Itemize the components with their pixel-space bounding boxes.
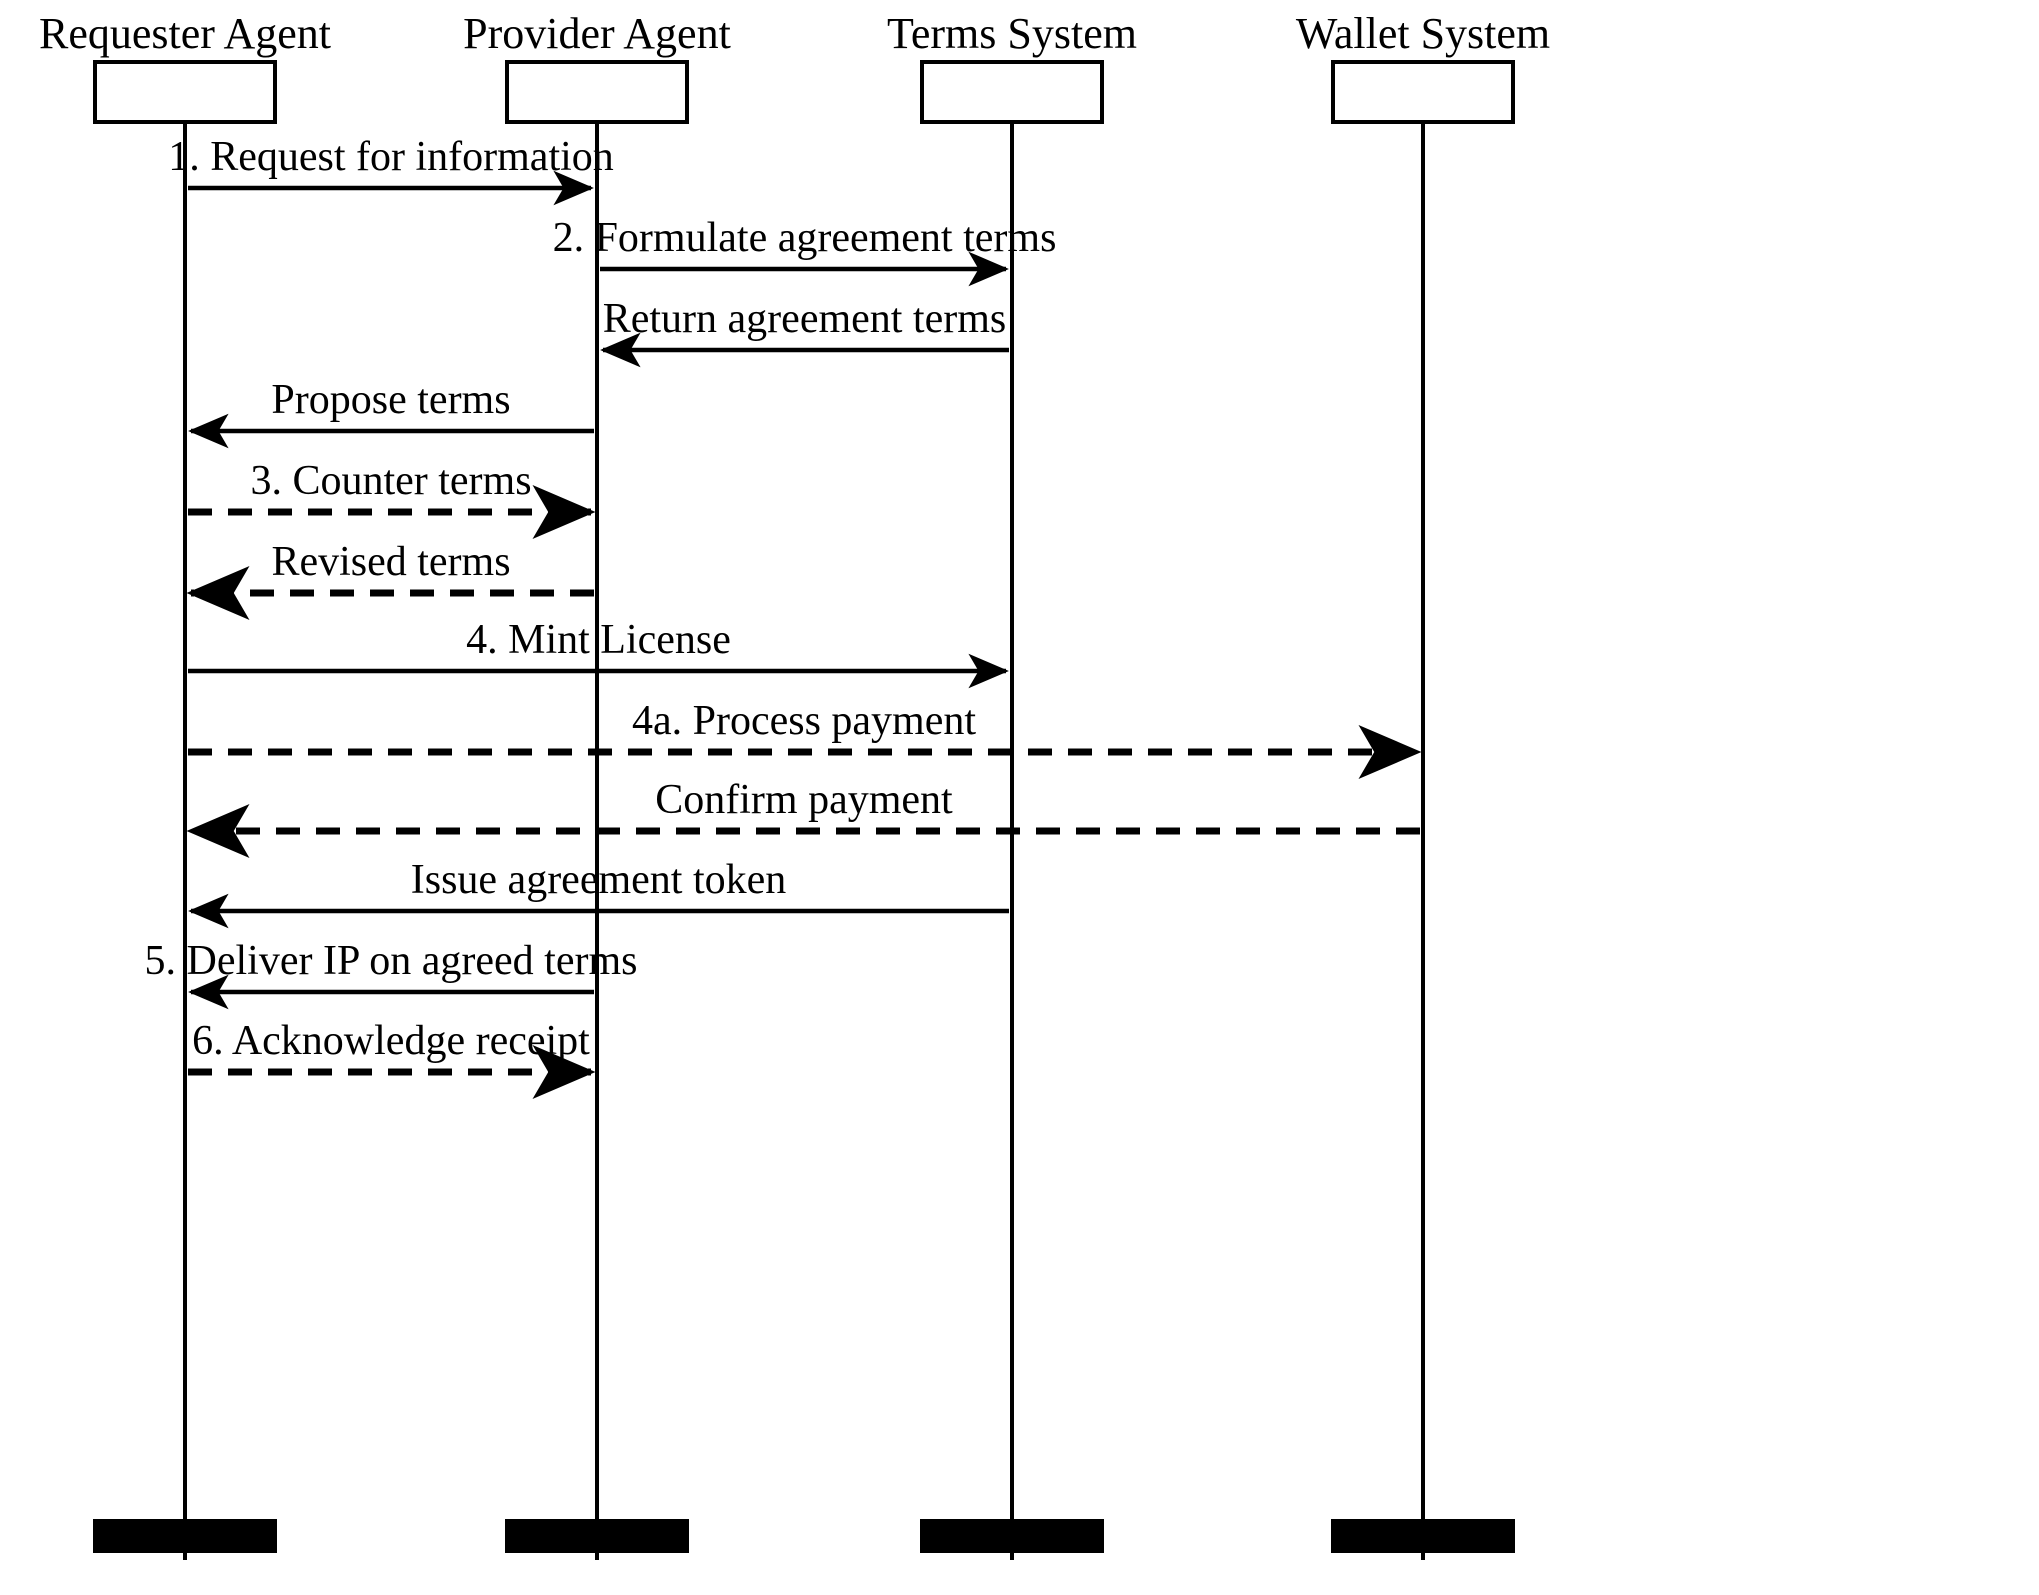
message-6: Revised terms — [186, 539, 594, 620]
actor-label-terms: Terms System — [887, 9, 1137, 58]
actor-box-requester — [93, 60, 277, 124]
message-10: Issue agreement token — [188, 857, 1009, 929]
actor-heads-group: Requester Agent Provider Agent Terms Syste… — [39, 9, 1550, 124]
message-label-4: Propose terms — [271, 377, 510, 423]
actor-box-terms — [920, 60, 1104, 124]
actor-wallet: Wallet System — [1296, 9, 1550, 124]
message-11: 5. Deliver IP on agreed terms — [145, 938, 638, 1010]
message-4: Propose terms — [188, 377, 594, 449]
actor-label-requester: Requester Agent — [39, 9, 331, 58]
lifeline-foot-terms — [920, 1519, 1104, 1553]
message-5: 3. Counter terms — [188, 458, 596, 539]
message-9: Confirm payment — [186, 777, 1420, 858]
message-8: 4a. Process payment — [188, 698, 1422, 779]
message-3: Return agreement terms — [600, 296, 1009, 368]
message-label-5: 3. Counter terms — [250, 458, 531, 504]
message-label-11: 5. Deliver IP on agreed terms — [145, 938, 638, 984]
message-2: 2. Formulate agreement terms — [553, 215, 1057, 287]
actor-box-provider — [505, 60, 689, 124]
lifelines-group — [183, 122, 1425, 1560]
message-label-7: 4. Mint License — [466, 617, 731, 663]
message-label-8: 4a. Process payment — [632, 698, 976, 744]
message-12: 6. Acknowledge receipt — [188, 1018, 596, 1099]
lifeline-foot-requester — [93, 1519, 277, 1553]
message-label-1: 1. Request for information — [168, 134, 614, 180]
actor-label-provider: Provider Agent — [463, 9, 731, 58]
message-label-3: Return agreement terms — [603, 296, 1007, 342]
message-label-9: Confirm payment — [655, 777, 953, 823]
message-label-10: Issue agreement token — [411, 857, 787, 903]
actor-terms: Terms System — [887, 9, 1137, 124]
message-7: 4. Mint License — [188, 617, 1009, 689]
message-1: 1. Request for information — [168, 134, 614, 206]
message-label-2: 2. Formulate agreement terms — [553, 215, 1057, 261]
messages-group: 1. Request for information 2. Formulate a… — [145, 134, 1422, 1099]
foot-bars-group — [93, 1519, 1515, 1553]
message-label-12: 6. Acknowledge receipt — [192, 1018, 590, 1064]
actor-box-wallet — [1331, 60, 1515, 124]
actor-requester: Requester Agent — [39, 9, 331, 124]
actor-label-wallet: Wallet System — [1296, 9, 1550, 58]
lifeline-foot-wallet — [1331, 1519, 1515, 1553]
lifeline-foot-provider — [505, 1519, 689, 1553]
message-label-6: Revised terms — [271, 539, 510, 585]
actor-provider: Provider Agent — [463, 9, 731, 124]
